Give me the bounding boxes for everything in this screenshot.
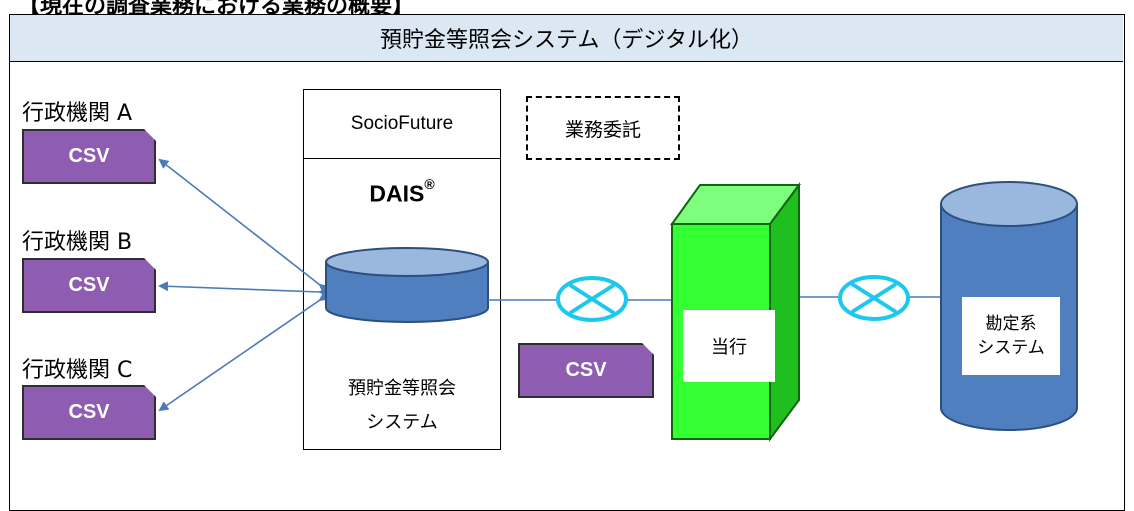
vendor-label: SocioFuture [303, 89, 501, 159]
accounting-line2: システム [977, 338, 1045, 358]
arrow-agency-a [158, 158, 330, 294]
accounting-line1: 勘定系 [985, 314, 1037, 334]
arrow-agency-b [158, 281, 329, 298]
agency-a-csv-file: CSV [22, 129, 156, 184]
dais-name-text: DAIS [369, 180, 425, 207]
dais-caption-line1: 預貯金等照会 [348, 378, 456, 399]
database-icon [325, 247, 489, 323]
dais-caption-line2: システム [366, 412, 438, 433]
diagram-title: 預貯金等照会システム（デジタル化） [10, 15, 1123, 62]
arrow-agency-c [158, 291, 330, 412]
transfer-csv-file: CSV [518, 343, 654, 398]
bank-label: 当行 [683, 310, 775, 382]
dais-name: DAIS® [303, 176, 501, 208]
outsourcing-box: 業務委託 [526, 96, 680, 160]
accounting-system-label: 勘定系 システム [962, 297, 1060, 375]
registered-mark: ® [424, 176, 435, 192]
agency-a-label: 行政機関 A [22, 101, 133, 126]
dais-caption: 預貯金等照会 システム [303, 372, 501, 440]
agency-c-label: 行政機関 C [22, 358, 133, 383]
agency-b-csv-file: CSV [22, 258, 156, 313]
link-symbol-icon [838, 275, 910, 321]
agency-b-label: 行政機関 B [22, 230, 133, 255]
agency-c-csv-file: CSV [22, 385, 156, 440]
link-symbol-icon [556, 276, 628, 322]
